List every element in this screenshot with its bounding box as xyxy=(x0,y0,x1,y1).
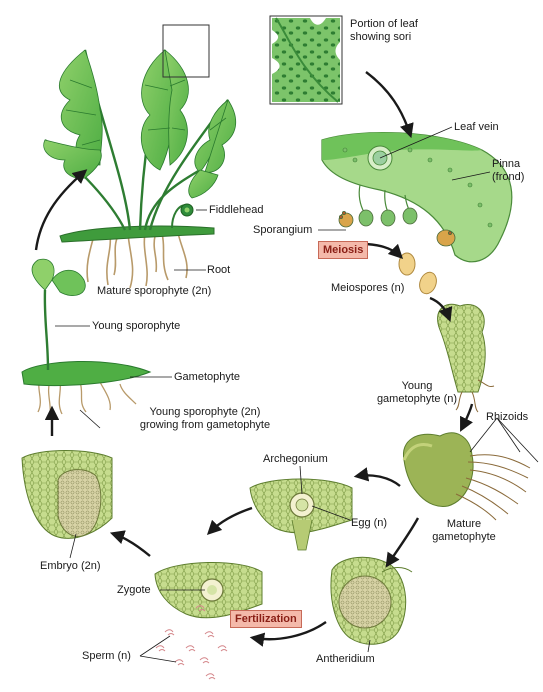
label-antheridium: Antheridium xyxy=(316,653,375,665)
archegonium-illustration xyxy=(249,478,353,551)
label-root: Root xyxy=(207,264,231,276)
label-rhizoids: Rhizoids xyxy=(486,411,529,423)
zygote-illustration xyxy=(154,561,263,619)
label-mature-gametophyte: Mature gametophyte xyxy=(432,518,496,543)
label-fiddlehead: Fiddlehead xyxy=(209,204,264,216)
mature-gametophyte-illustration xyxy=(402,432,531,521)
young-sporophyte-illustration xyxy=(21,258,152,419)
label-young-sporophyte: Young sporophyte xyxy=(92,320,181,332)
antheridium-illustration xyxy=(330,556,413,645)
mature-sporophyte-illustration xyxy=(43,24,236,289)
leaf-portion-sori-illustration xyxy=(269,15,343,105)
meiospores-illustration xyxy=(398,252,437,295)
sperm-cluster-illustration xyxy=(155,605,228,680)
fertilization-badge: Fertilization xyxy=(230,610,302,628)
label-zygote: Zygote xyxy=(117,584,151,596)
label-embryo: Embryo (2n) xyxy=(40,560,101,572)
label-sperm: Sperm (n) xyxy=(82,650,131,662)
meiosis-badge: Meiosis xyxy=(318,241,369,259)
label-young-gametophyte: Young gametophyte (n) xyxy=(376,380,458,405)
sporangia-group xyxy=(338,207,456,247)
fiddlehead-icon xyxy=(171,203,194,229)
embryo-illustration xyxy=(21,450,113,539)
label-pinna: Pinna (frond) xyxy=(492,158,525,183)
label-gametophyte: Gametophyte xyxy=(174,371,241,383)
life-cycle-arrows xyxy=(34,71,474,647)
young-gametophyte-illustration xyxy=(437,303,495,413)
zoom-box xyxy=(162,24,210,78)
label-young-sporophyte-growing: Young sporophyte (2n) growing from gamet… xyxy=(139,406,271,431)
label-archegonium: Archegonium xyxy=(263,453,328,465)
label-meiospores: Meiospores (n) xyxy=(331,282,405,294)
label-portion-of-leaf: Portion of leaf showing sori xyxy=(350,18,418,43)
label-egg: Egg (n) xyxy=(351,517,388,529)
label-sporangium: Sporangium xyxy=(253,224,313,236)
label-leaf-vein: Leaf vein xyxy=(454,121,499,133)
label-mature-sporophyte: Mature sporophyte (2n) xyxy=(97,285,212,297)
